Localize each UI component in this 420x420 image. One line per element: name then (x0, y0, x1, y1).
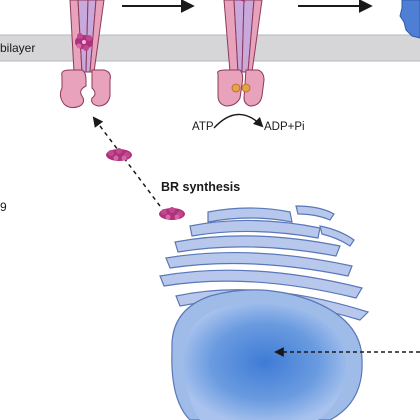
adp-pi-label: ADP+Pi (264, 121, 305, 133)
cropped-protein-top-right (399, 0, 420, 39)
phosphate-dot-right (241, 83, 251, 93)
brassinosteroid-molecule-lower (159, 207, 185, 220)
bilayer-label: bilayer (0, 41, 36, 55)
phosphate-dot-left (231, 83, 241, 93)
membrane-bilayer (0, 35, 420, 61)
nucleus (171, 289, 363, 420)
brassinosteroid-bound (75, 33, 93, 51)
br-transport-arrow (92, 116, 161, 207)
edge-text-fragment: 9 (0, 200, 7, 214)
receptor-center (217, 0, 265, 107)
atp-label: ATP (192, 121, 214, 133)
atp-adp-arrow (213, 113, 264, 129)
receptor-left (59, 0, 111, 109)
br-synthesis-label: BR synthesis (161, 180, 241, 194)
brassinosteroid-molecule-upper (106, 148, 132, 161)
